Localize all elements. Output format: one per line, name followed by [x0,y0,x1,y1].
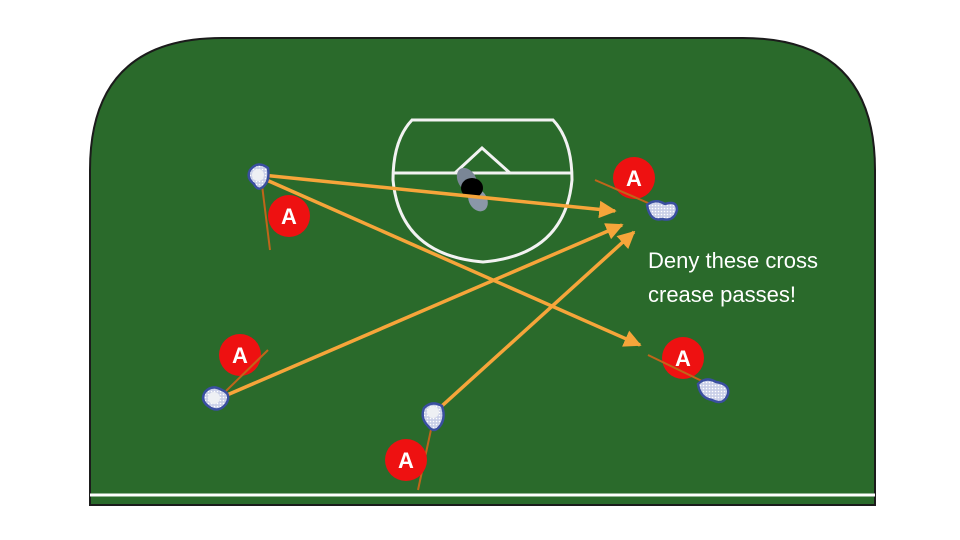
player-attacker[interactable]: A [201,334,269,411]
crease [391,118,574,264]
player-attacker[interactable]: A [594,157,679,221]
ball-icon [252,169,264,181]
stick-head-icon [645,200,679,221]
goal [453,145,511,175]
goalie-icon [456,167,488,212]
svg-text:A: A [232,343,248,368]
pass-arrows [219,173,642,416]
player-attacker[interactable]: A [647,337,730,404]
svg-text:A: A [626,166,642,191]
svg-text:A: A [675,346,691,371]
stick-shaft [261,184,271,251]
pass-arrow [261,176,642,347]
pass-arrow [261,173,617,219]
pass-arrow [431,230,636,416]
pass-arrow [219,223,624,400]
stick-shaft [647,354,707,384]
player-attacker[interactable]: A [385,402,445,491]
svg-text:A: A [398,448,414,473]
ball-icon [208,392,220,404]
ball-icon [427,406,439,418]
coaching-note: Deny these cross crease passes! [648,248,824,307]
stick-head-icon [696,378,730,404]
field [89,37,876,506]
stick-shaft [225,349,269,392]
player-attacker[interactable]: A [247,163,310,251]
stick-shaft [594,179,656,207]
svg-text:A: A [281,204,297,229]
